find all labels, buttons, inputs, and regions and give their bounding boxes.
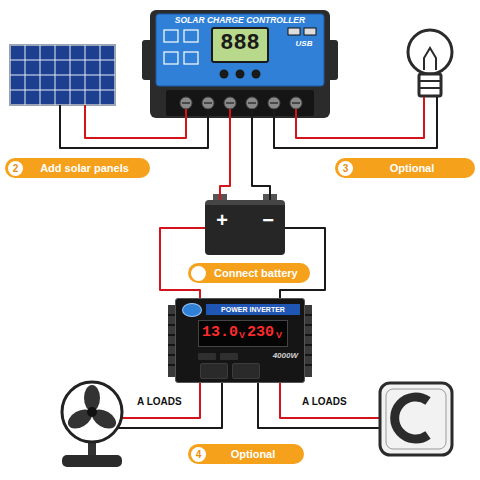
fan-base — [62, 455, 122, 467]
step-number: 2 — [8, 161, 23, 176]
black-wire — [118, 383, 222, 428]
ac-outlet — [200, 363, 228, 379]
screw-slot — [182, 102, 300, 104]
usb-port — [304, 28, 316, 35]
step-circle — [191, 266, 206, 281]
light-bulb — [408, 30, 452, 96]
fan — [62, 382, 122, 467]
step-banner: Connect battery — [188, 263, 310, 283]
wire — [252, 118, 270, 200]
black-wire-stub — [208, 109, 274, 118]
charge-controller-body — [142, 10, 338, 118]
heater — [380, 383, 452, 455]
step-label: Optional — [206, 449, 292, 460]
bulb-filament — [424, 48, 436, 70]
terminal-screws — [180, 97, 302, 109]
step-label: Optional — [353, 163, 463, 174]
front-panel — [156, 14, 324, 86]
red-wire — [122, 383, 200, 418]
display-reading: 230 — [247, 325, 274, 340]
step-banner: 4Optional — [188, 444, 304, 464]
panel-grid — [10, 45, 115, 105]
step-label: Connect battery — [206, 268, 298, 279]
step-banner: 2Add solar panels — [5, 158, 150, 178]
terminal-block — [166, 90, 314, 116]
heater-body — [380, 383, 452, 455]
wire — [220, 118, 230, 200]
usb-port — [288, 28, 300, 35]
panel-frame — [10, 45, 115, 105]
load-wires — [118, 383, 380, 428]
terminal-sign: + — [211, 210, 233, 230]
key-button — [198, 353, 216, 360]
power-rating: 4000W — [254, 352, 298, 360]
button — [236, 70, 245, 79]
solar-panel — [10, 45, 115, 105]
step-number: 3 — [338, 161, 353, 176]
device-title: POWER INVERTER — [206, 304, 300, 315]
charge-controller: SOLAR CHARGE CONTROLLER 888 USB — [150, 10, 330, 118]
heater-element — [395, 397, 428, 439]
battery: +− — [205, 200, 285, 255]
heater-face — [386, 389, 446, 449]
black-wire — [274, 97, 437, 148]
unit-label: V — [276, 331, 282, 340]
device-title: SOLAR CHARGE CONTROLLER — [156, 16, 324, 25]
black-wire — [258, 383, 380, 428]
unit-label: V — [239, 331, 245, 340]
lcd-reading: 888 — [212, 33, 268, 55]
red-wire-stub — [186, 109, 296, 118]
step-number: 4 — [191, 447, 206, 462]
port-label: USB — [286, 40, 322, 48]
status-icon — [164, 52, 178, 64]
housing — [150, 10, 330, 118]
status-icon — [164, 30, 178, 42]
step-label: Add solar panels — [23, 163, 138, 174]
button — [252, 70, 261, 79]
red-wire — [280, 383, 380, 418]
status-icon — [184, 30, 198, 42]
key-button — [220, 353, 238, 360]
bulb-glass — [408, 30, 452, 74]
ac-outlet — [232, 363, 260, 379]
bulb-wires — [274, 97, 437, 148]
display-reading: 13.0 — [202, 325, 238, 340]
power-inverter: POWER INVERTER13.0V230V4000W — [175, 298, 305, 383]
fan-guard — [62, 382, 122, 442]
fan-hub — [87, 407, 97, 417]
bulb-base — [419, 74, 441, 96]
load-label: A LOADS — [135, 396, 184, 408]
terminal-sign: − — [257, 210, 279, 230]
button — [220, 70, 229, 79]
bulb-thread — [419, 81, 441, 88]
brand-logo — [182, 303, 202, 317]
status-icon — [184, 52, 198, 64]
load-label: A LOADS — [300, 396, 349, 408]
step-banner: 3Optional — [335, 158, 475, 178]
lcd-screen — [212, 28, 268, 62]
